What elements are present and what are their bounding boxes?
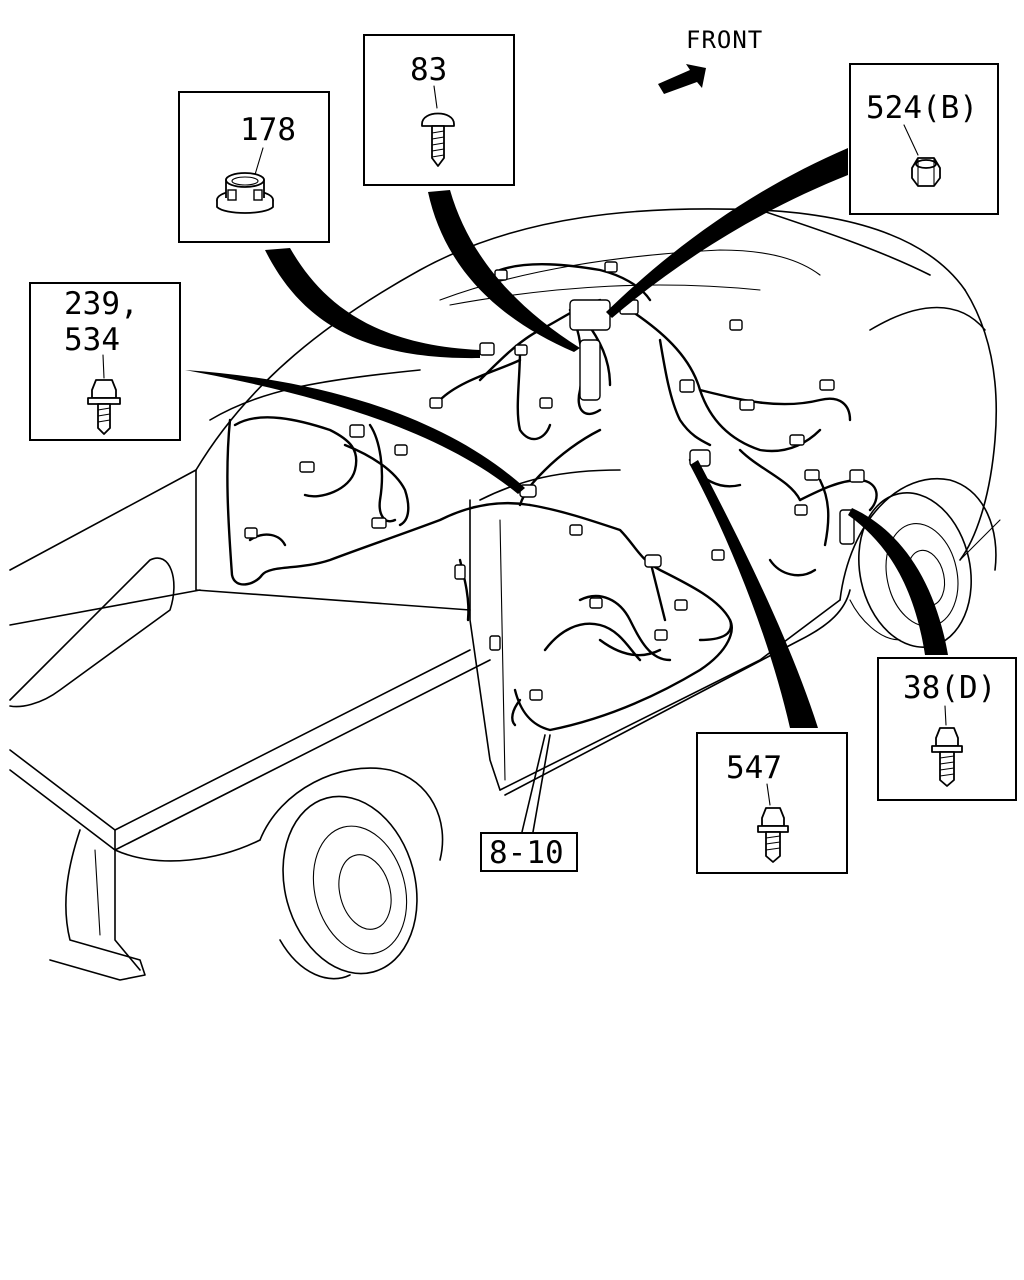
part-83-box: 83 <box>363 34 515 186</box>
part-534-label: 534 <box>64 322 120 358</box>
part-239-534-box: 239, 534 <box>29 282 181 441</box>
reference-callout-8-10: 8-10 <box>480 832 578 872</box>
part-524b-label: 524(B) <box>866 90 978 126</box>
part-524b-box: 524(B) <box>849 63 999 215</box>
part-239-label: 239, <box>64 286 139 322</box>
front-arrow-icon <box>658 64 706 94</box>
bolt-icon <box>87 354 121 435</box>
front-direction-indicator: FRONT <box>658 26 763 94</box>
part-547-label: 547 <box>726 750 782 786</box>
leader-lines <box>185 148 948 833</box>
bolt-icon <box>757 783 789 863</box>
screw-icon <box>421 85 455 167</box>
part-178-box: 178 <box>178 91 330 243</box>
part-38d-box: 38(D) <box>877 657 1017 801</box>
part-83-label: 83 <box>410 52 447 88</box>
grommet-icon <box>216 147 274 214</box>
part-547-box: 547 <box>696 732 848 874</box>
front-label: FRONT <box>686 26 763 54</box>
part-178-label: 178 <box>240 112 296 148</box>
nut-icon <box>903 124 941 187</box>
reference-callout-label: 8-10 <box>489 835 564 871</box>
part-38d-label: 38(D) <box>903 670 996 706</box>
bolt-icon <box>931 705 963 787</box>
